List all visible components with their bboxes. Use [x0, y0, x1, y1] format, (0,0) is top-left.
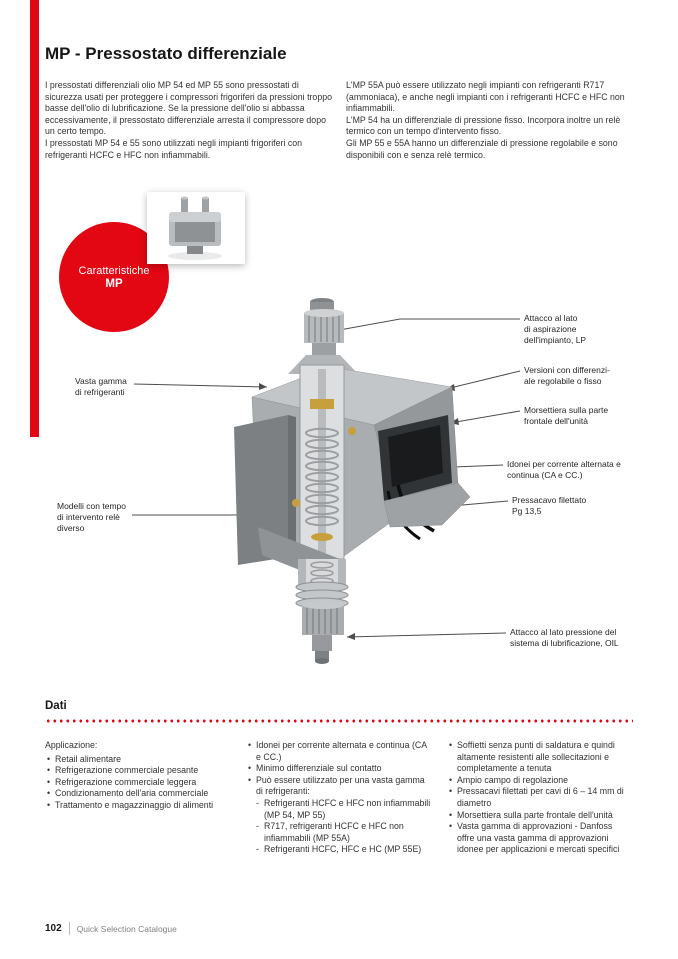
product-illustration — [132, 298, 521, 664]
applications-header: Applicazione: — [45, 740, 98, 750]
callout-oil-connection: Attacco al lato pressione del sistema di… — [510, 627, 619, 649]
callout-relay-timing-models: Modelli con tempo di intervento relè div… — [57, 501, 126, 534]
page-footer: 102 Quick Selection Catalogue — [45, 922, 177, 935]
list-item: Idonei per corrente alternata e continua… — [246, 740, 431, 763]
callout-suction-connection-lp: Attacco al lato di aspirazione dell'impi… — [524, 313, 587, 346]
list-item: Può essere utilizzato per una vasta gamm… — [246, 775, 431, 798]
catalogue-name: Quick Selection Catalogue — [76, 923, 177, 934]
intro-column-right: L'MP 55A può essere utilizzato negli imp… — [346, 80, 633, 161]
dati-heading: Dati — [45, 700, 67, 712]
badge-line2: MP — [105, 277, 123, 290]
dati-section: Dati Applicazione: Retail alimentare Ref… — [45, 700, 633, 856]
list-item: Morsettiera sulla parte frontale dell'un… — [447, 810, 632, 822]
callout-refrigerants-range: Vasta gamma di refrigeranti — [75, 376, 127, 398]
callout-differential-versions: Versioni con differenzi- ale regolabile … — [524, 365, 610, 387]
intro-paragraph: Gli MP 55 e 55A hanno un differenziale d… — [346, 138, 618, 160]
list-item: Ampio campo di regolazione — [447, 775, 632, 787]
list-item: Retail alimentare — [45, 754, 230, 766]
accent-sidebar — [30, 0, 39, 437]
list-item: Vasta gamma di approvazioni - Danfoss of… — [447, 821, 632, 856]
dati-column-construction: Soffietti senza punti di saldatura e qui… — [447, 740, 632, 856]
list-subitem: Refrigeranti HCFC e HFC non infiammabili… — [246, 798, 431, 821]
dati-column-features: Idonei per corrente alternata e continua… — [246, 740, 431, 856]
list-item: Condizionamento dell'aria commerciale — [45, 788, 230, 800]
list-item: Refrigerazione commerciale pesante — [45, 765, 230, 777]
list-item: Trattamento e magazzinaggio di alimenti — [45, 800, 230, 812]
dati-column-applications: Applicazione: Retail alimentare Refriger… — [45, 740, 230, 856]
list-item: Refrigerazione commerciale leggera — [45, 777, 230, 789]
intro-paragraph: L'MP 54 ha un differenziale di pressione… — [346, 114, 621, 137]
callout-terminal-board: Morsettiera sulla parte frontale dell'un… — [524, 405, 609, 427]
intro-column-left: I pressostati differenziali olio MP 54 e… — [45, 80, 332, 161]
page-header: MP - Pressostato differenziale I pressos… — [45, 44, 633, 161]
list-subitem: R717, refrigeranti HCFC e HFC non infiam… — [246, 821, 431, 844]
list-item: Soffietti senza punti di saldatura e qui… — [447, 740, 632, 775]
red-dotted-divider — [45, 719, 633, 723]
footer-divider — [68, 922, 70, 935]
intro-paragraph: I pressostati MP 54 e 55 sono utilizzati… — [45, 138, 303, 160]
product-figure: Caratteristiche MP — [0, 185, 678, 690]
callout-cable-gland: Pressacavo filettato Pg 13,5 — [512, 495, 587, 517]
product-thumbnail — [147, 192, 245, 264]
callout-ac-dc: Idonei per corrente alternata e continua… — [507, 459, 621, 481]
list-item: Pressacavi filettati per cavi di 6 – 14 … — [447, 786, 632, 809]
list-item: Minimo differenziale sul contatto — [246, 763, 431, 775]
list-subitem: Refrigeranti HCFC, HFC e HC (MP 55E) — [246, 844, 431, 856]
page-number: 102 — [45, 923, 62, 934]
intro-text: I pressostati differenziali olio MP 54 e… — [45, 80, 633, 161]
intro-paragraph: I pressostati differenziali olio MP 54 e… — [45, 80, 333, 137]
badge-line1: Caratteristiche — [78, 264, 150, 277]
product-thumbnail-image — [147, 192, 245, 264]
page-title: MP - Pressostato differenziale — [45, 44, 287, 63]
intro-paragraph: L'MP 55A può essere utilizzato negli imp… — [346, 80, 625, 114]
